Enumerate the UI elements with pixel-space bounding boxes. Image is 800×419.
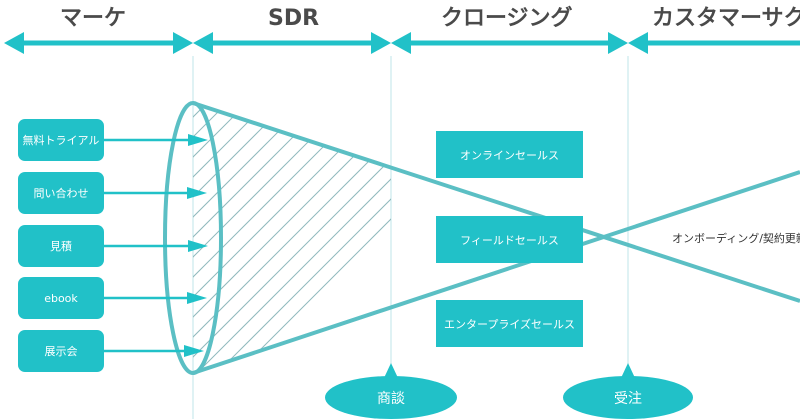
sales-box-field: フィールドセールス <box>436 216 583 263</box>
source-arrow <box>104 187 207 199</box>
source-box-quote: 見積 <box>18 225 104 267</box>
source-box-exhibition: 展示会 <box>18 330 104 372</box>
onboarding-renewal-label: オンボーディング/契約更新 <box>672 232 800 245</box>
funnel-mouth <box>163 101 223 375</box>
stage-range-arrow-sdr <box>193 32 391 54</box>
stage-label-sdr: SDR <box>268 6 320 31</box>
funnel-bottom-line <box>192 170 800 375</box>
source-arrow <box>104 240 208 252</box>
stage-range-arrow-marke <box>4 32 193 54</box>
stage-label-closing: クロージング <box>441 6 573 31</box>
sales-box-enterprise: エンタープライズセールス <box>436 300 583 347</box>
source-arrow <box>104 134 208 146</box>
source-arrow <box>104 292 207 304</box>
stage-label-customer-success: カスタマーサク <box>652 6 800 31</box>
source-box-free-trial: 無料トライアル <box>18 119 104 161</box>
stage-range-arrow-cs <box>628 32 800 54</box>
funnel-hatch <box>193 103 391 373</box>
source-arrow <box>104 345 204 357</box>
funnel-top-line <box>192 101 800 303</box>
stage-label-marke: マーケ <box>60 6 127 31</box>
source-box-ebook: ebook <box>18 277 104 319</box>
stage-range-arrow-closing <box>391 32 628 54</box>
sales-box-online: オンラインセールス <box>436 131 583 178</box>
milestone-juchu: 受注 <box>563 376 693 419</box>
juchu-pointer <box>621 363 635 378</box>
shodan-pointer <box>384 363 398 378</box>
source-box-inquiry: 問い合わせ <box>18 172 104 214</box>
milestone-shodan: 商談 <box>325 376 457 419</box>
